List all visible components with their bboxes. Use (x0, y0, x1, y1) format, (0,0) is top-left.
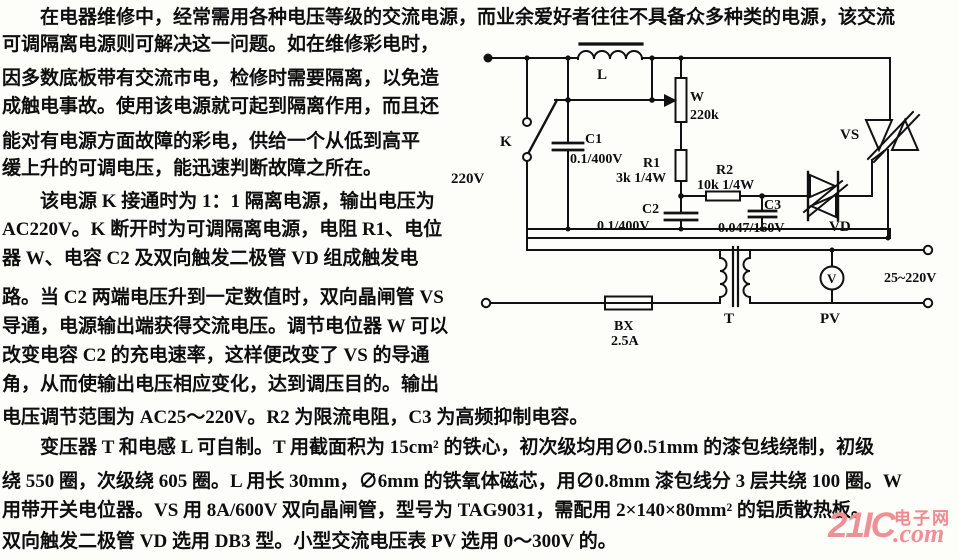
label-W-value: 220k (690, 108, 719, 123)
potentiometer-W (674, 77, 688, 123)
label-output-range: 25~220V (884, 271, 936, 286)
label-C1-value: 0.1/400V (570, 152, 623, 167)
label-C2: C2 (642, 202, 659, 217)
label-W: W (690, 90, 704, 105)
document-line: 能对有电源方面故障的彩电，供给一个从低到高平 (2, 131, 421, 152)
label-VD: VD (829, 219, 851, 235)
label-BX: BX (614, 319, 633, 334)
document-line: 双向触发二极管 VD 选用 DB3 型。小型交流电压表 PV 选用 0～300V… (2, 531, 617, 552)
triac-VS (864, 110, 921, 164)
label-input-voltage: 220V (451, 171, 485, 187)
label-T: T (724, 311, 734, 327)
document-line: 改变电容 C2 的充电速率，这样便改变了 VS 的导通 (2, 345, 430, 366)
transformer-T (718, 245, 752, 308)
output-terminal (922, 244, 934, 256)
label-BX-value: 2.5A (611, 334, 640, 349)
inductor-L (576, 50, 644, 61)
document-line: 缓上升的可调电压，能迅速判断故障之所在。 (2, 158, 383, 179)
resistor-R2 (705, 190, 741, 202)
document-line: 绕 550 圈，次级绕 605 圈。L 用长 30mm，∅6mm 的铁氧体磁芯，… (2, 471, 902, 492)
label-C2-value: 0.1/400V (597, 219, 650, 234)
capacitor-C1 (551, 141, 585, 152)
document-line: 器 W、电容 C2 及双向触发二极管 VD 组成触发电 (2, 248, 419, 269)
wiper-arrow-icon (664, 94, 677, 107)
fuse-BX (604, 295, 653, 311)
document-line: 在电器维修中，经常需用各种电压等级的交流电源，而业余爱好者往往不具备众多种类的电… (40, 7, 896, 28)
document-line: 成触电事故。使用该电源就可起到隔离作用，而且还 (2, 96, 440, 117)
label-C3: C3 (764, 198, 781, 213)
diac-VD (802, 170, 849, 222)
label-L: L (597, 67, 607, 83)
document-line: 变压器 T 和电感 L 可自制。T 用截面积为 15cm² 的铁心，初次级均用∅… (40, 437, 875, 458)
circuit-labels: K 220V L C1 0.1/400V W 220k R1 3k 1/4W R… (451, 67, 936, 349)
switch-K (527, 98, 559, 154)
label-R1: R1 (643, 156, 660, 171)
switch-contact (522, 117, 532, 127)
switch-contact (522, 152, 532, 162)
document-line: AC220V。K 断开时为可调隔离电源，电阻 R1、电位 (2, 219, 443, 240)
document-line: 角，从而使输出电压相应变化，达到调压目的。输出 (2, 374, 440, 395)
junction-dots (483, 53, 891, 253)
wire (487, 57, 926, 304)
voltmeter-PV (819, 265, 845, 291)
label-R2: R2 (716, 163, 733, 178)
document-line: 电压调节范围为 AC25～220V。R2 为限流电阻，C3 为高频抑制电容。 (2, 407, 589, 428)
voltmeter-symbol: V (827, 271, 837, 286)
label-VS: VS (840, 127, 859, 143)
label-C1: C1 (585, 132, 602, 147)
document-line: 因多数底板带有交流市电，检修时需要隔离，以免造 (2, 68, 440, 89)
label-R1-value: 3k 1/4W (616, 171, 666, 186)
input-terminal (480, 297, 492, 309)
output-terminal (922, 297, 934, 309)
label-R2-value: 10k 1/4W (697, 178, 754, 193)
resistor-R1 (674, 149, 688, 182)
label-PV: PV (820, 311, 840, 327)
document-line: 该电源 K 接通时为 1：1 隔离电源，输出电压为 (40, 191, 435, 212)
document-line: 用带开关电位器。VS 用 8A/600V 双向晶闸管，型号为 TAG9031，需… (2, 500, 870, 521)
label-C3-value: 0.047/160V (718, 221, 785, 236)
document-line: 导通，电源输出端获得交流电压。调节电位器 W 可以 (2, 316, 449, 337)
label-K: K (500, 134, 512, 150)
document-line: 可调隔离电源则可解决这一问题。如在维修彩电时， (2, 34, 440, 55)
capacitor-C2 (663, 211, 699, 222)
capacitor-C3 (747, 209, 778, 219)
document-line: 路。当 C2 两端电压升到一定数值时，双向晶闸管 VS (2, 287, 444, 308)
